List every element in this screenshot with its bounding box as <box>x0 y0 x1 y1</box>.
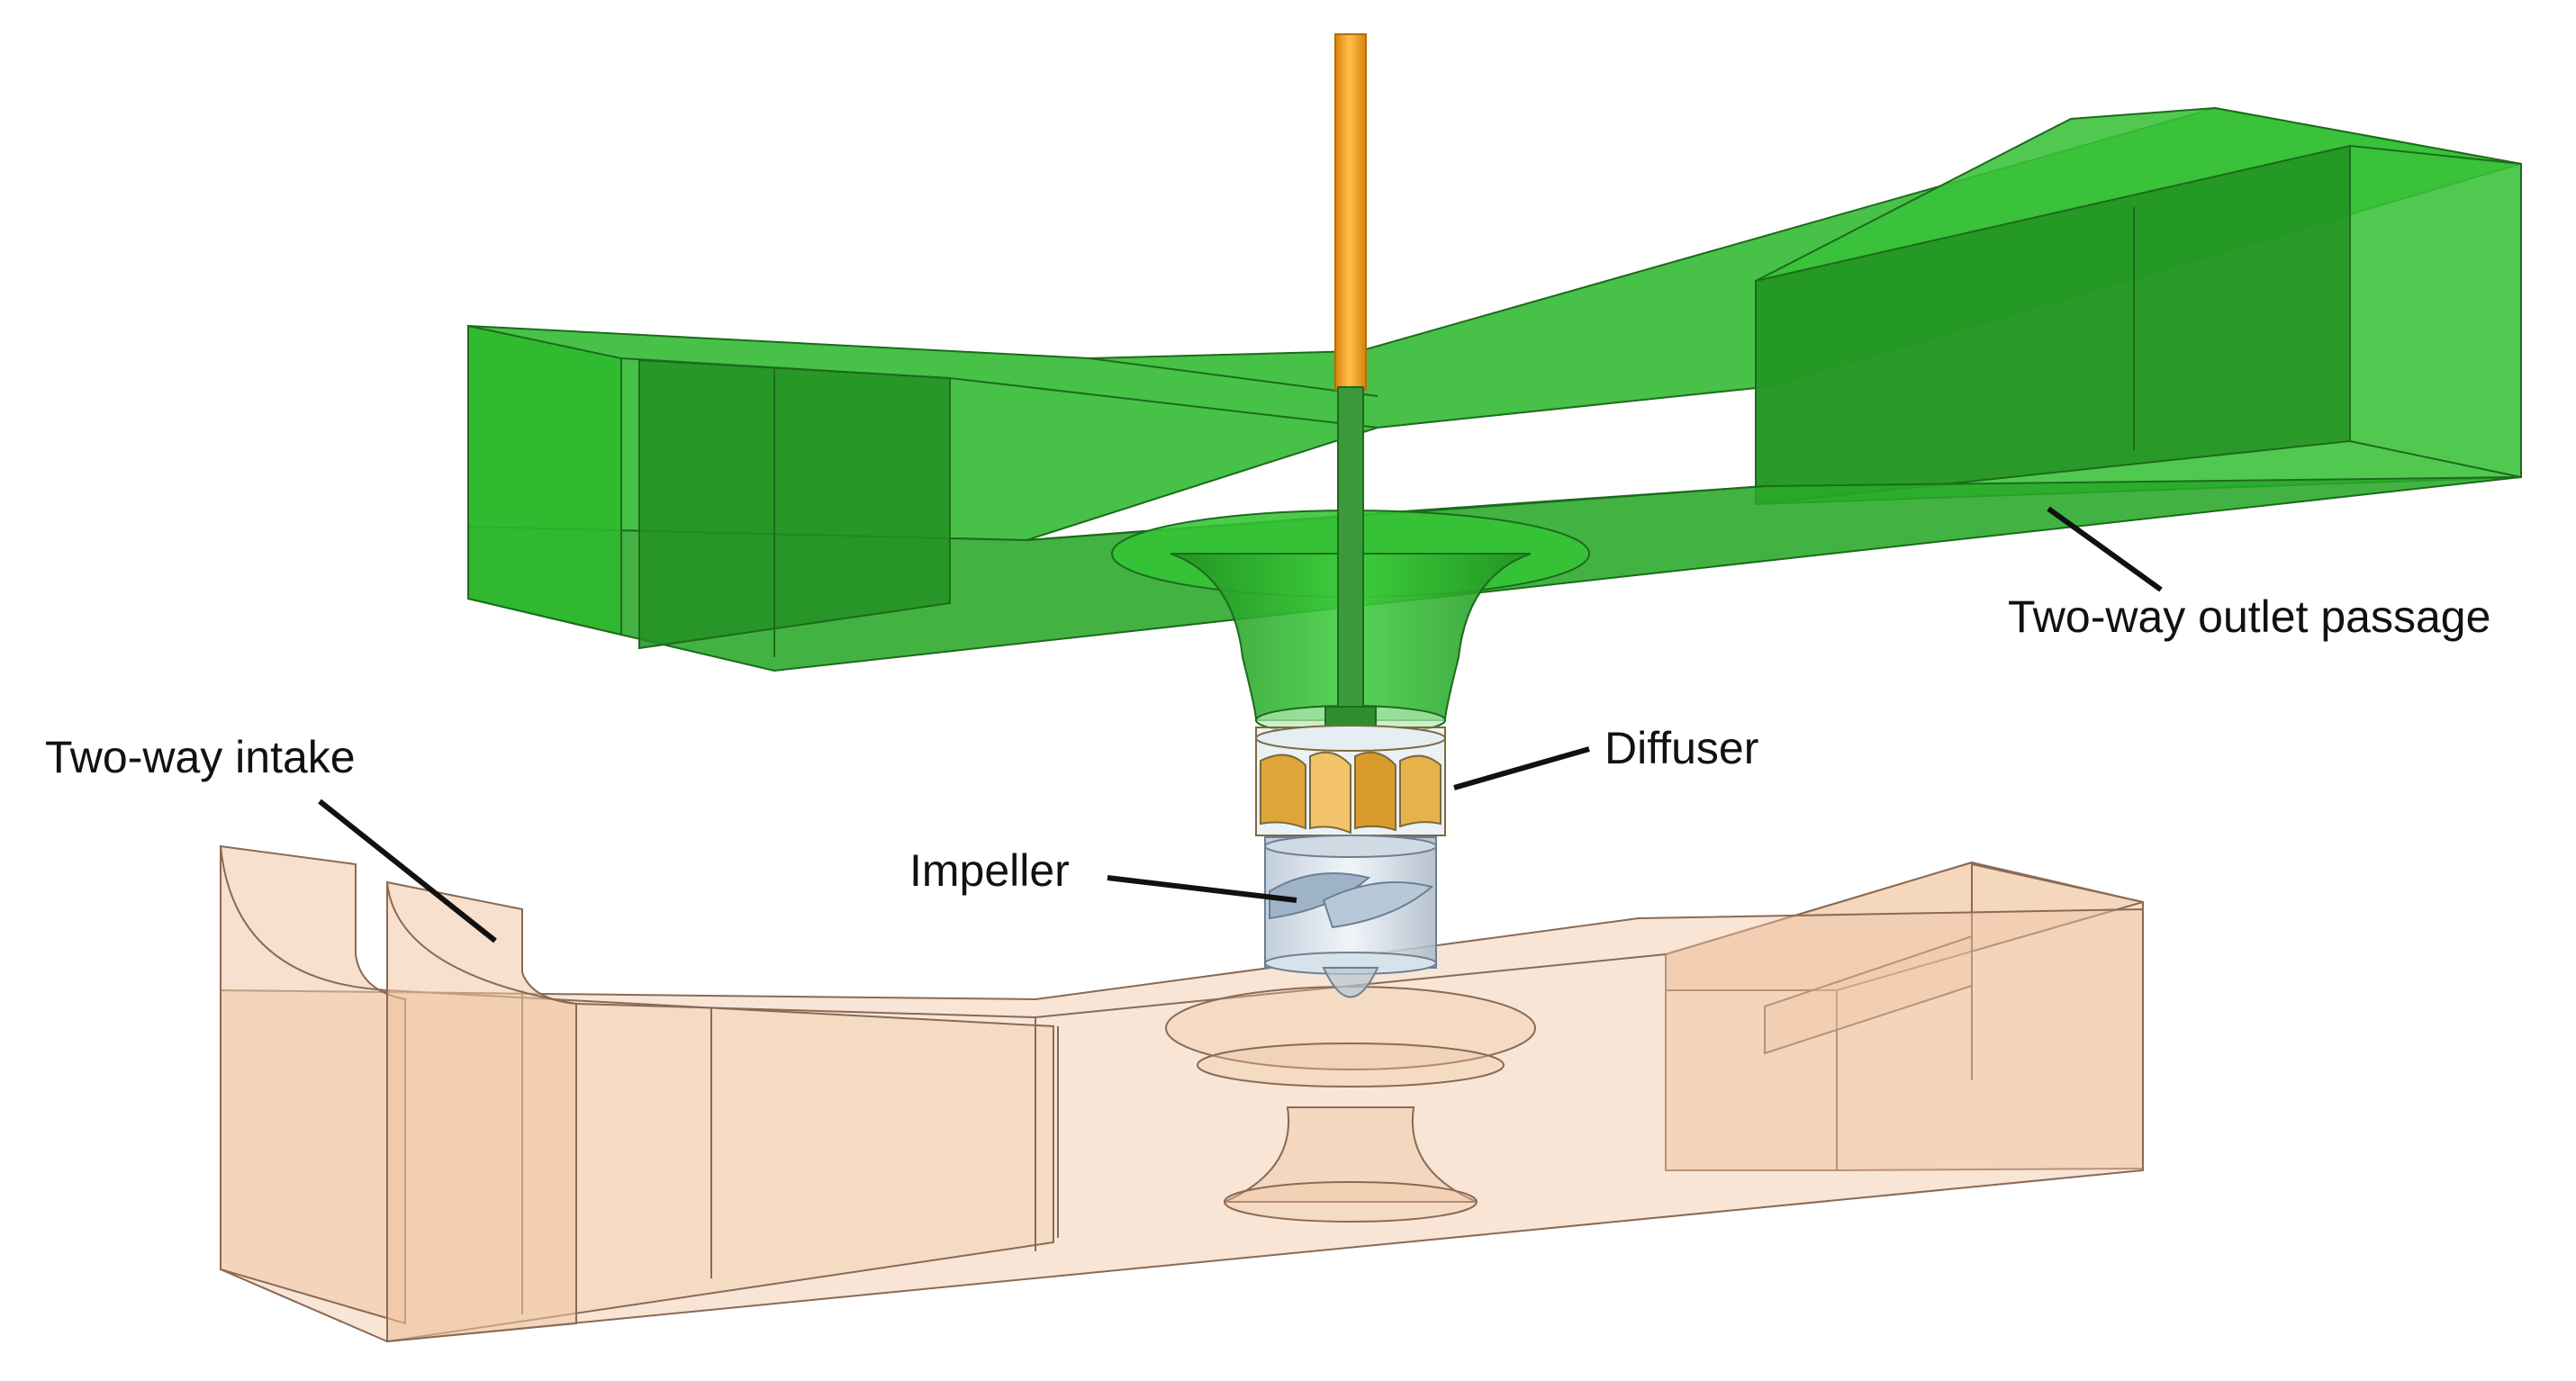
diffuser-leader-line <box>1453 746 1590 790</box>
intake-label: Two-way intake <box>45 732 356 782</box>
outlet-leader-line <box>2047 506 2163 592</box>
diffuser-label: Diffuser <box>1604 723 1759 773</box>
outlet-passage-label: Two-way outlet passage <box>2008 591 2491 642</box>
diffuser <box>1255 725 1446 836</box>
intake-leader-line <box>318 799 497 943</box>
impeller-label: Impeller <box>909 845 1070 896</box>
pump-shaft <box>1324 33 1377 729</box>
outlet-passage <box>467 106 2522 736</box>
impeller-leader-line <box>1107 875 1297 903</box>
intake-passage <box>220 844 2144 1343</box>
leader-lines <box>318 506 2163 943</box>
